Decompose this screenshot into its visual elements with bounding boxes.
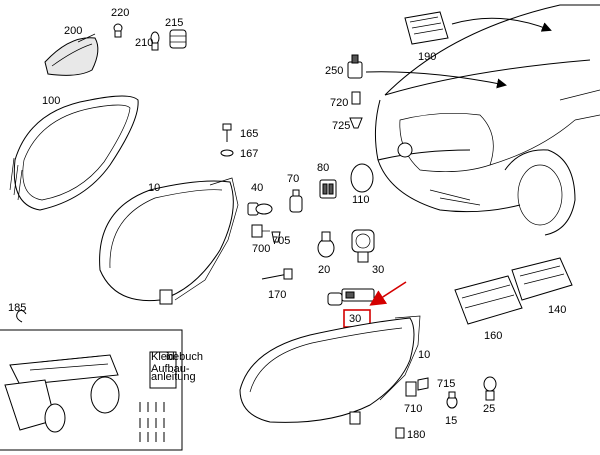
part-170-screw — [261, 268, 293, 280]
part-165-bolt — [222, 123, 232, 142]
part-250-connector — [347, 54, 363, 79]
label-80: 80 — [317, 162, 329, 174]
part-185-kit — [0, 309, 183, 451]
label-25: 25 — [483, 403, 495, 415]
part-25-bulb — [483, 376, 497, 401]
vehicle-outline — [374, 4, 600, 236]
part-10-headlamp-upper — [99, 177, 239, 305]
label-710: 710 — [404, 403, 422, 415]
label-40: 40 — [251, 182, 263, 194]
part-70-bulb — [289, 189, 303, 213]
kit-panel-text: Klebebuch id Aufbau- anleitung — [151, 351, 203, 383]
label-10a: 10 — [148, 182, 160, 194]
label-30a: 30 — [372, 264, 384, 276]
part-30-socket-upper — [351, 229, 375, 263]
part-160-ballast — [454, 275, 523, 325]
part-20-bulb — [317, 231, 335, 258]
kit-text-1: id — [166, 351, 175, 363]
label-185: 185 — [8, 302, 26, 314]
part-710-bulb — [405, 381, 417, 397]
label-15: 15 — [445, 415, 457, 427]
label-705: 705 — [272, 235, 290, 247]
part-167-washer — [220, 149, 234, 157]
part-100-bezel — [9, 95, 139, 211]
part-705-clip — [271, 231, 281, 243]
part-15-bulb — [446, 391, 458, 409]
part-80-socket — [319, 179, 337, 199]
part-30-igniter — [327, 288, 375, 306]
label-200: 200 — [64, 25, 82, 37]
kit-text-0: Klebebuch — [151, 351, 203, 363]
part-720-bracket — [351, 91, 361, 105]
part-200-cover — [44, 37, 99, 76]
label-250: 250 — [325, 65, 343, 77]
label-20: 20 — [318, 264, 330, 276]
part-180-clip — [395, 427, 405, 439]
label-10b: 10 — [418, 349, 430, 361]
part-110-seal-ring — [350, 163, 374, 193]
label-30b: 30 — [349, 313, 361, 325]
part-725-clip — [349, 117, 363, 129]
label-167: 167 — [240, 148, 258, 160]
label-715: 715 — [437, 378, 455, 390]
part-220-bulb — [113, 23, 123, 38]
part-190-control-unit — [404, 11, 449, 45]
label-180: 180 — [407, 429, 425, 441]
highlight-arrow — [369, 281, 407, 306]
label-140: 140 — [548, 304, 566, 316]
kit-screws — [139, 402, 165, 442]
label-720: 720 — [330, 97, 348, 109]
part-700-bulb — [251, 224, 270, 238]
label-160: 160 — [484, 330, 502, 342]
label-700: 700 — [252, 243, 270, 255]
part-210-bulb — [150, 31, 160, 51]
kit-text-2: Aufbau- — [151, 363, 190, 375]
label-220: 220 — [111, 7, 129, 19]
label-215: 215 — [165, 17, 183, 29]
label-190: 190 — [418, 51, 436, 63]
label-70: 70 — [287, 173, 299, 185]
kit-text-3: anleitung — [151, 371, 196, 383]
part-215-socket — [169, 29, 187, 49]
part-715-clip — [417, 377, 429, 391]
label-165: 165 — [240, 128, 258, 140]
label-100: 100 — [42, 95, 60, 107]
label-210: 210 — [135, 37, 153, 49]
part-10-headlamp-lower — [239, 315, 421, 425]
part-40-bulb — [247, 202, 273, 216]
label-170: 170 — [268, 289, 286, 301]
label-725: 725 — [332, 120, 350, 132]
part-140-control-module — [511, 257, 573, 301]
label-110: 110 — [352, 194, 370, 206]
